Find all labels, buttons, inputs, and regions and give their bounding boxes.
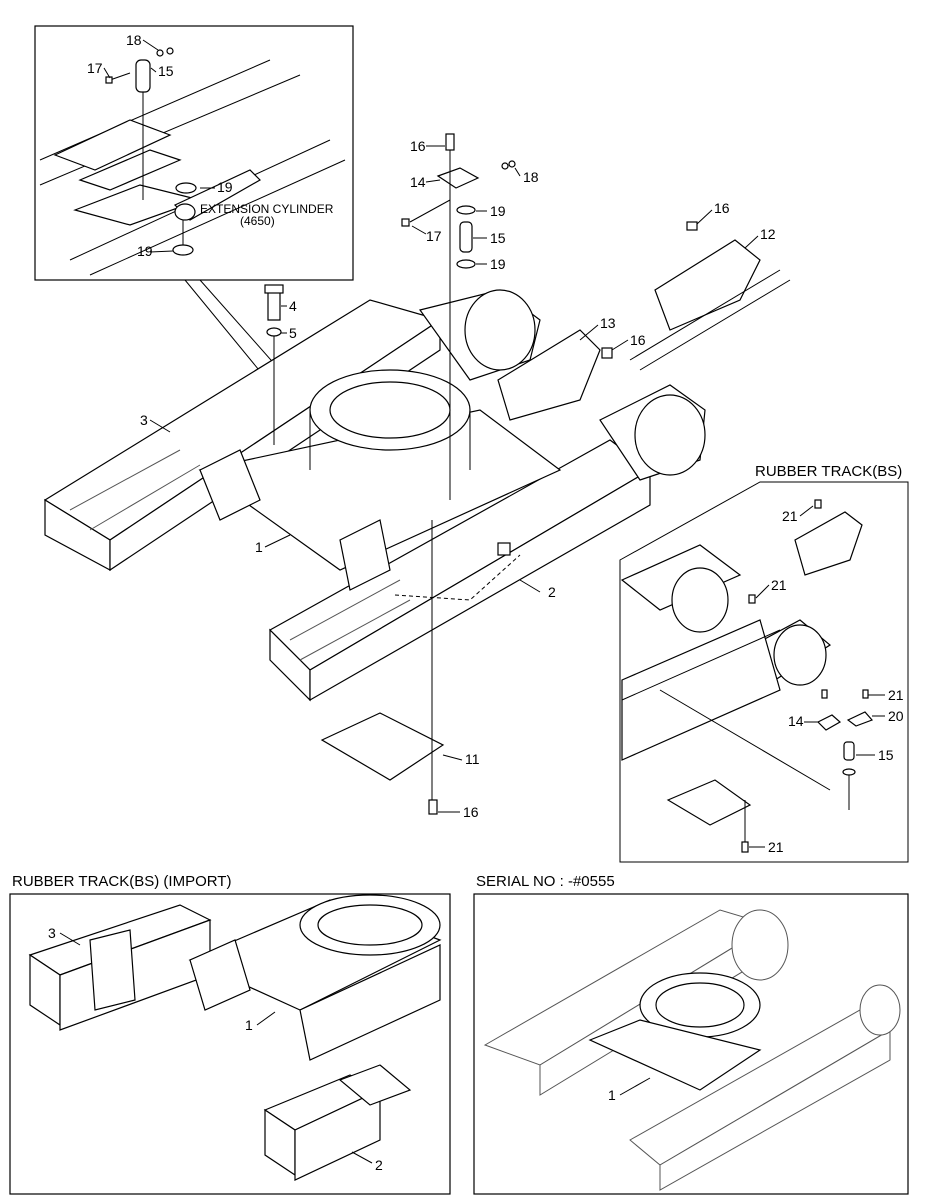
callout-16: 16 [463, 804, 479, 820]
callout-18: 18 [126, 32, 142, 48]
main-undercarriage-assembly: 4 5 3 1 2 11 16 16 14 18 19 17 15 19 16 … [43, 133, 791, 820]
callout-21: 21 [768, 839, 784, 855]
callout-15: 15 [878, 747, 894, 763]
callout-19: 19 [217, 179, 233, 195]
inset-rubber-track-bs: RUBBER TRACK(BS) 21 21 21 20 14 15 [619, 463, 909, 863]
note-extension-cylinder: EXTENSION CYLINDER [200, 202, 334, 216]
callout-16: 16 [714, 200, 730, 216]
inset-detail-extension-cylinder: 18 17 15 19 19 EXTENSION CYLINDER (4650) [34, 25, 354, 281]
callout-16: 16 [410, 138, 426, 154]
inset-import-title: RUBBER TRACK(BS) (IMPORT) [12, 873, 231, 890]
inset-serial-title: SERIAL NO : -#0555 [476, 873, 615, 890]
callout-14: 14 [410, 174, 426, 190]
callout-1: 1 [245, 1017, 253, 1033]
callout-19: 19 [490, 203, 506, 219]
callout-15: 15 [490, 230, 506, 246]
callout-1: 1 [608, 1087, 616, 1103]
callout-1: 1 [255, 539, 263, 555]
callout-2: 2 [548, 584, 556, 600]
callout-2: 2 [375, 1157, 383, 1173]
callout-16: 16 [630, 332, 646, 348]
callout-21: 21 [782, 508, 798, 524]
inset-serial-no: SERIAL NO : -#0555 1 [473, 873, 909, 1195]
callout-18: 18 [523, 169, 539, 185]
callout-20: 20 [888, 708, 904, 724]
callout-17: 17 [87, 60, 103, 76]
callout-14: 14 [788, 713, 804, 729]
note-extension-cylinder-length: (4650) [240, 214, 275, 228]
callout-21: 21 [771, 577, 787, 593]
callout-5: 5 [289, 325, 297, 341]
callout-13: 13 [600, 315, 616, 331]
callout-3: 3 [48, 925, 56, 941]
callout-12: 12 [760, 226, 776, 242]
callout-3: 3 [140, 412, 148, 428]
callout-15: 15 [158, 63, 174, 79]
callout-19: 19 [137, 243, 153, 259]
callout-4: 4 [289, 298, 297, 314]
inset-bs-title: RUBBER TRACK(BS) [755, 463, 902, 480]
inset-rubber-track-bs-import: RUBBER TRACK(BS) (IMPORT) 3 1 2 [9, 873, 451, 1195]
callout-19: 19 [490, 256, 506, 272]
callout-11: 11 [465, 751, 480, 767]
callout-21: 21 [888, 687, 904, 703]
callout-17: 17 [426, 228, 442, 244]
